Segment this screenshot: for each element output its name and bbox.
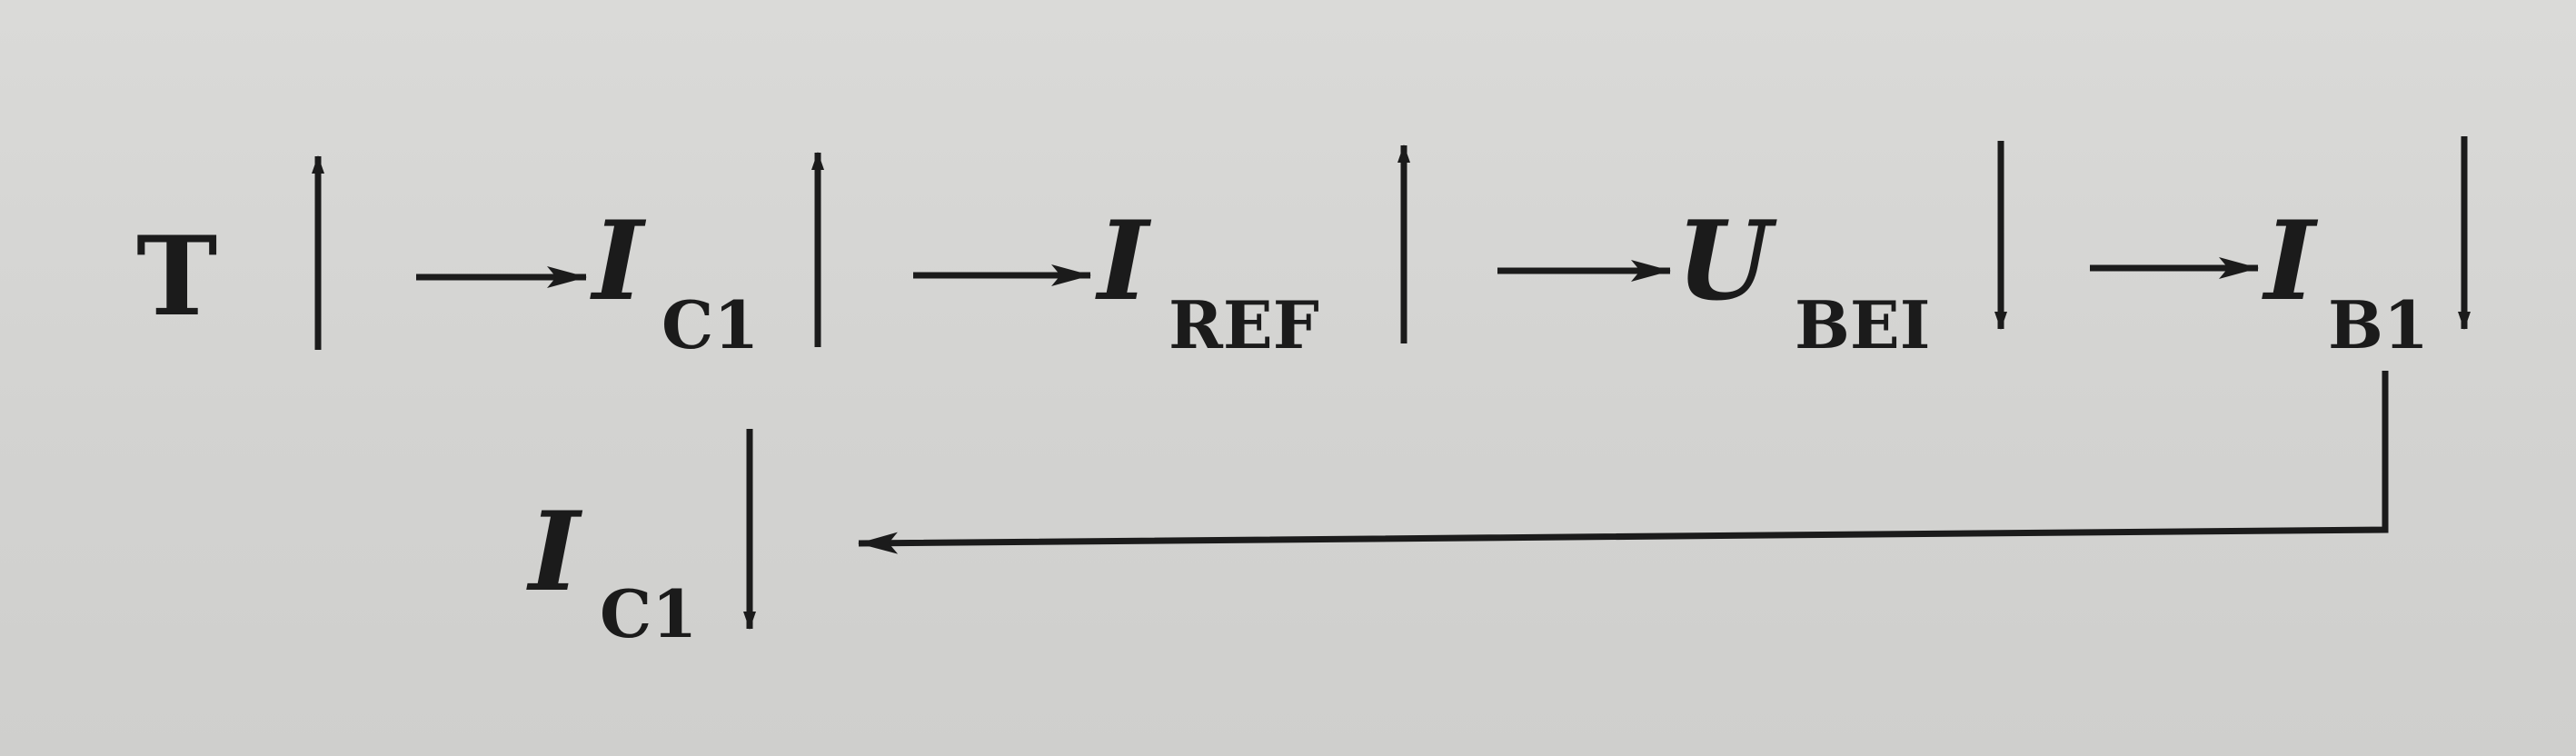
node-temperature-label: T	[136, 213, 218, 341]
node-collector-current-result-label: I	[529, 488, 581, 616]
node-collector-current-label: I	[592, 197, 644, 325]
node-base-emitter-voltage-subscript: BEI	[1795, 286, 1931, 363]
node-collector-current-result-subscript: C1	[600, 575, 698, 652]
node-temperature: T	[136, 223, 217, 332]
node-collector-current-subscript: C1	[661, 286, 760, 363]
node-base-current-subscript: B1	[2328, 286, 2429, 363]
node-reference-current-subscript: REF	[1169, 286, 1319, 363]
feedback-loop-arrow	[858, 371, 2389, 554]
node-base-current-label: I	[2264, 197, 2316, 325]
node-base-emitter-voltage-label: U	[1676, 197, 1772, 325]
node-reference-current-label: I	[1098, 197, 1149, 325]
